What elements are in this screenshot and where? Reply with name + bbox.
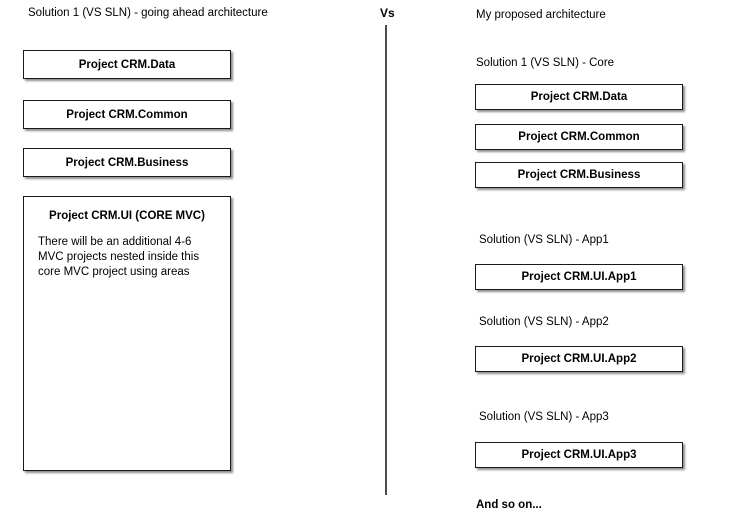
right-group-label-app3: Solution (VS SLN) - App3 [479,411,609,423]
right-box-crm-ui-app1[interactable]: Project CRM.UI.App1 [475,264,683,290]
right-box-crm-ui-app3-label: Project CRM.UI.App3 [521,449,637,461]
left-heading: Solution 1 (VS SLN) - going ahead archit… [28,7,268,19]
left-box-crm-common-label: Project CRM.Common [66,108,188,121]
right-footer-text: And so on... [476,499,542,511]
right-box-crm-common-label: Project CRM.Common [518,131,640,143]
vertical-divider [385,25,387,495]
right-box-crm-ui-app2[interactable]: Project CRM.UI.App2 [475,346,683,372]
right-box-crm-ui-app2-label: Project CRM.UI.App2 [521,353,637,365]
right-box-crm-data[interactable]: Project CRM.Data [475,84,683,110]
right-box-crm-business-label: Project CRM.Business [517,169,641,181]
left-box-crm-business-label: Project CRM.Business [65,156,189,169]
left-box-crm-ui-core-mvc-body: There will be an additional 4-6 MVC proj… [38,236,200,278]
left-box-crm-ui-core-mvc[interactable]: Project CRM.UI (CORE MVC) There will be … [23,196,231,471]
right-group-label-app1: Solution (VS SLN) - App1 [479,234,609,246]
vs-label: Vs [380,6,395,20]
left-box-crm-common[interactable]: Project CRM.Common [23,100,231,129]
right-box-crm-ui-app3[interactable]: Project CRM.UI.App3 [475,442,683,468]
left-box-crm-business[interactable]: Project CRM.Business [23,148,231,177]
left-box-crm-data-label: Project CRM.Data [78,58,176,71]
right-group-label-core: Solution 1 (VS SLN) - Core [476,57,615,69]
left-box-crm-data[interactable]: Project CRM.Data [23,50,231,79]
right-box-crm-business[interactable]: Project CRM.Business [475,162,683,188]
right-box-crm-ui-app1-label: Project CRM.UI.App1 [521,271,637,283]
right-box-crm-common[interactable]: Project CRM.Common [475,124,683,150]
right-group-label-app2: Solution (VS SLN) - App2 [479,316,609,328]
left-box-crm-ui-core-mvc-title: Project CRM.UI (CORE MVC) [49,210,205,222]
right-box-crm-data-label: Project CRM.Data [530,91,628,103]
right-heading: My proposed architecture [476,9,606,21]
